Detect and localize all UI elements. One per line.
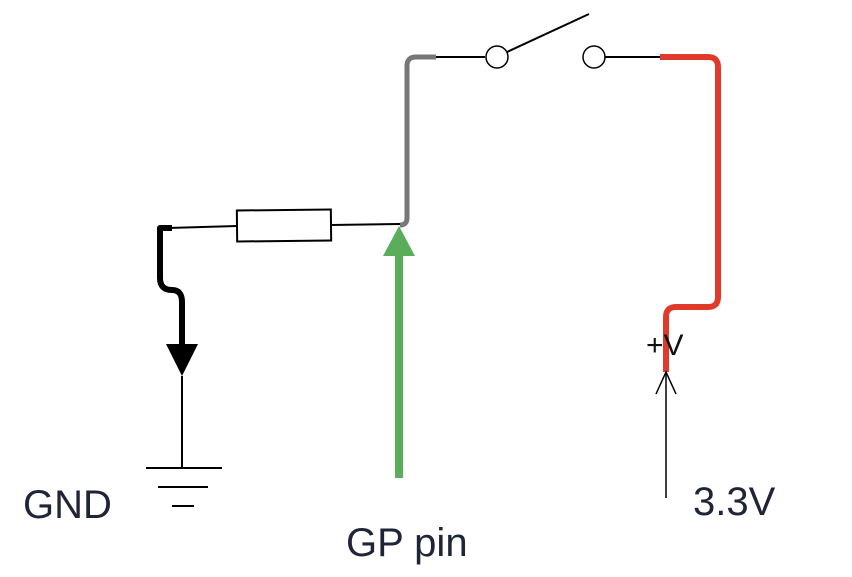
supply-wire xyxy=(660,54,721,372)
gp-pin-label: GP pin xyxy=(346,521,468,565)
switch-icon xyxy=(485,13,606,69)
ground-icon xyxy=(146,467,222,507)
wire-ground-resistor xyxy=(167,225,238,229)
resistor-icon xyxy=(235,208,333,243)
gp-pin-arrow xyxy=(383,226,415,478)
voltage-source-icon xyxy=(655,370,677,498)
supply-voltage-label: 3.3V xyxy=(693,480,776,524)
ground-wire xyxy=(157,225,185,345)
ground-arrow-head xyxy=(166,344,198,376)
gp-wire xyxy=(399,54,436,228)
plus-v-label: +V xyxy=(646,329,684,362)
wire-resistor-junction xyxy=(330,223,401,226)
gnd-label: GND xyxy=(23,483,112,527)
